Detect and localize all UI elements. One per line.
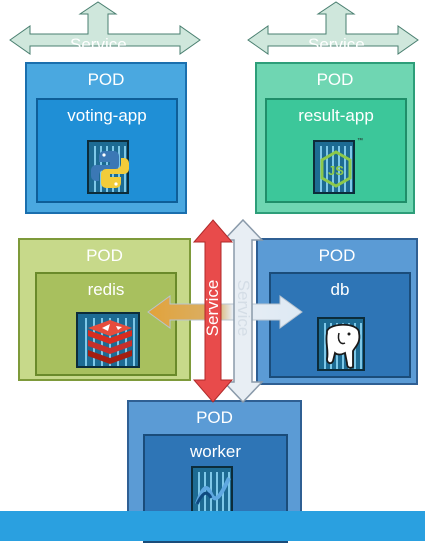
container-label: db [330,280,350,299]
container-label: result-app [298,106,374,125]
container-db: db [269,272,411,378]
pod-label: POD [196,408,233,427]
service-arrow-top-left: Service [0,0,220,60]
svg-text:JS: JS [328,163,344,178]
container-label: redis [87,280,125,299]
bottom-bar [0,511,425,541]
service-arrow-red-vertical: Service [190,218,236,404]
pod-label: POD [87,70,125,89]
pod-label: POD [318,246,356,265]
pod-label: POD [316,70,354,89]
container-label: voting-app [67,106,147,125]
trademark-mark: ™ [357,138,363,144]
dotnet-icon [191,466,233,514]
pod-label: POD [86,246,123,265]
nodejs-icon: JS [313,140,355,194]
service-label-top-left: Service [70,35,127,54]
postgres-elephant-icon [317,317,365,371]
service-label-white-vertical: Service [234,279,253,337]
connection-arrow-horizontal [140,290,310,334]
container-result-app: result-app JS ™ [265,98,407,203]
pod-redis: POD redis [18,238,191,381]
container-voting-app: voting-app [36,98,178,203]
redis-icon [76,312,140,368]
pod-result: POD result-app JS ™ [255,62,415,214]
python-icon [87,140,129,194]
pod-voting: POD voting-app [25,62,187,214]
service-label-top-right: Service [308,35,365,54]
container-redis: redis [35,272,177,376]
service-arrow-top-right: Service [238,0,425,60]
service-label-red-vertical: Service [203,279,222,337]
container-label: worker [189,442,241,461]
